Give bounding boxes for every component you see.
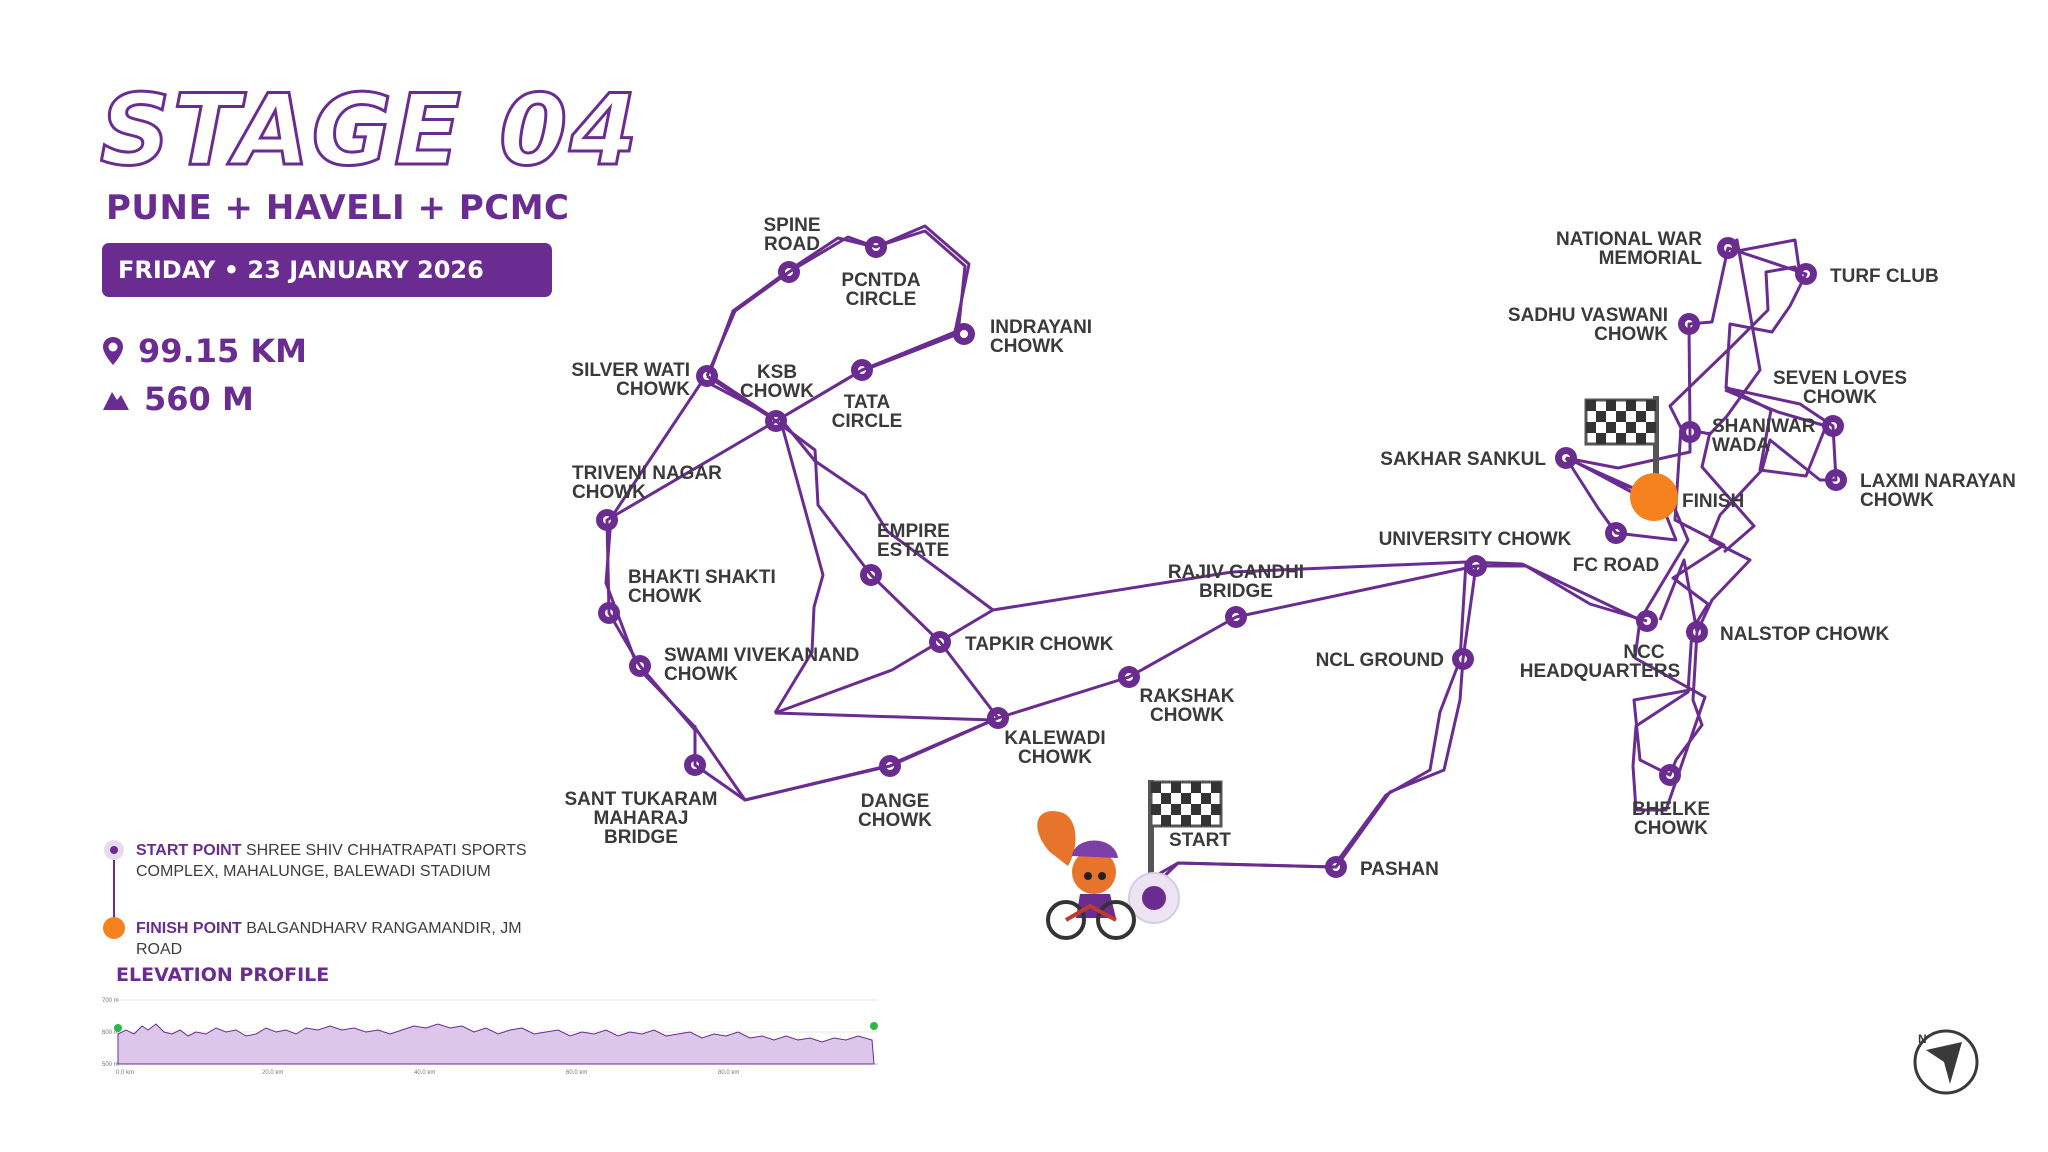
- x-tick-40: 40.0 km: [414, 1070, 435, 1076]
- elevation-area: [117, 1023, 875, 1065]
- legend: START POINT SHREE SHIV CHHATRAPATI SPORT…: [100, 832, 560, 958]
- label-ncl-ground: NCL GROUND: [1316, 650, 1444, 671]
- label-sakhar-sankul: SAKHAR SANKUL: [1380, 449, 1546, 470]
- finish-marker: [1630, 473, 1678, 521]
- elevation-end-dot: [870, 1022, 878, 1030]
- elevation-start-dot: [114, 1024, 122, 1032]
- finish-key: FINISH POINT: [136, 920, 242, 937]
- checkered-flag-icon: [1149, 780, 1223, 828]
- finish-text: BALGANDHARV RANGAMANDIR, JM ROAD: [136, 920, 522, 958]
- label-tapkir-chowk: TAPKIR CHOWK: [965, 634, 1114, 655]
- label-turf-club: TURF CLUB: [1830, 266, 1939, 287]
- compass-icon: N: [1913, 1029, 1979, 1095]
- checkered-flag-icon: [1584, 398, 1658, 446]
- stage-title: STAGE 04: [99, 74, 640, 188]
- legend-markers: [103, 840, 125, 939]
- elevation-profile-chart: 700 m 600 m 500 m 0.0 km 20.0 km 40.0 km…: [102, 998, 878, 1076]
- finish-legend-row: FINISH POINT BALGANDHARV RANGAMANDIR, JM…: [136, 918, 566, 960]
- start-flag: [1128, 780, 1223, 924]
- date-banner: FRIDAY • 23 JANUARY 2026: [102, 243, 552, 297]
- x-tick-80: 80.0 km: [718, 1070, 739, 1076]
- elevation-profile-title: ELEVATION PROFILE: [116, 964, 330, 986]
- start-text: SHREE SHIV CHHATRAPATI SPORTS COMPLEX, M…: [136, 842, 527, 880]
- location-pin-icon: [103, 337, 123, 365]
- label-fc-road: FC ROAD: [1573, 555, 1660, 576]
- x-tick-60: 60.0 km: [566, 1070, 587, 1076]
- finish-flag: [1584, 396, 1678, 521]
- x-tick-20: 20.0 km: [262, 1070, 283, 1076]
- label-university-chowk: UNIVERSITY CHOWK: [1379, 529, 1572, 550]
- y-tick-600: 600 m: [102, 1030, 119, 1036]
- label-pashan: PASHAN: [1360, 859, 1439, 880]
- label-nalstop-chowk: NALSTOP CHOWK: [1720, 624, 1890, 645]
- marker-indrayani-chowk: [953, 323, 975, 345]
- squirrel-cyclist-mascot: [1037, 811, 1136, 940]
- start-key: START POINT: [136, 842, 242, 859]
- distance-value: 99.15 KM: [138, 332, 307, 370]
- districts-subtitle: PUNE + HAVELI + PCMC: [106, 188, 570, 228]
- x-tick-0: 0.0 km: [116, 1070, 134, 1076]
- date-text: FRIDAY • 23 JANUARY 2026: [118, 256, 484, 284]
- finish-legend-marker: [103, 917, 125, 939]
- route-line-detail: [605, 224, 1838, 892]
- distance-stat: 99.15 KM: [102, 332, 307, 370]
- y-tick-700: 700 m: [102, 998, 119, 1004]
- label-finish: FINISH: [1682, 491, 1744, 512]
- elevation-stat: 560 M: [102, 380, 254, 418]
- mountain-icon: [103, 392, 129, 410]
- elevation-value: 560 M: [144, 380, 254, 418]
- svg-text:N: N: [1918, 1032, 1927, 1046]
- y-tick-500: 500 m: [102, 1062, 119, 1068]
- start-legend-row: START POINT SHREE SHIV CHHATRAPATI SPORT…: [136, 840, 566, 882]
- start-marker: [1142, 886, 1166, 910]
- label-start: START: [1169, 830, 1231, 851]
